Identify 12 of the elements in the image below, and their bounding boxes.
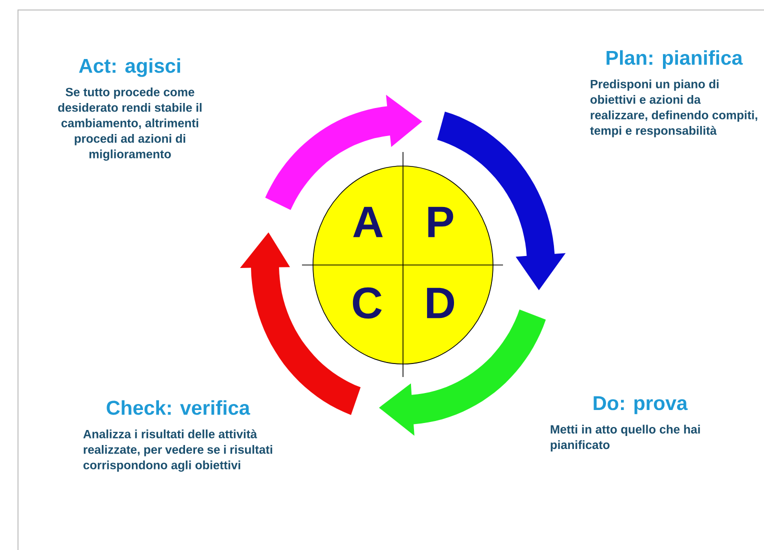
description: Se tutto procede come desiderato rendi stabile il cambiamento, altrimenti procedi ad azioni di miglioramento bbox=[58, 88, 202, 161]
quadrant-letter: C bbox=[352, 287, 382, 319]
description: Metti in atto quello che hai pianificato bbox=[550, 424, 700, 452]
heading: Act: agisci bbox=[79, 58, 180, 77]
description: Predisponi un piano di obiettivi e azioni da realizzare, definendo compiti, tempi e responsabilità bbox=[590, 80, 758, 138]
heading: Check: verifica bbox=[106, 400, 250, 415]
heading: Do: prova bbox=[594, 396, 688, 414]
quadrant-letter: A bbox=[353, 206, 383, 238]
quadrant-letter: P bbox=[428, 206, 454, 238]
heading: Plan: pianifica bbox=[606, 50, 743, 69]
quadrant-letter: D bbox=[427, 288, 454, 318]
description: Analizza i risultati delle attività realizzate, per vedere se i risultati corrispondono agli obiettivi bbox=[83, 429, 272, 472]
